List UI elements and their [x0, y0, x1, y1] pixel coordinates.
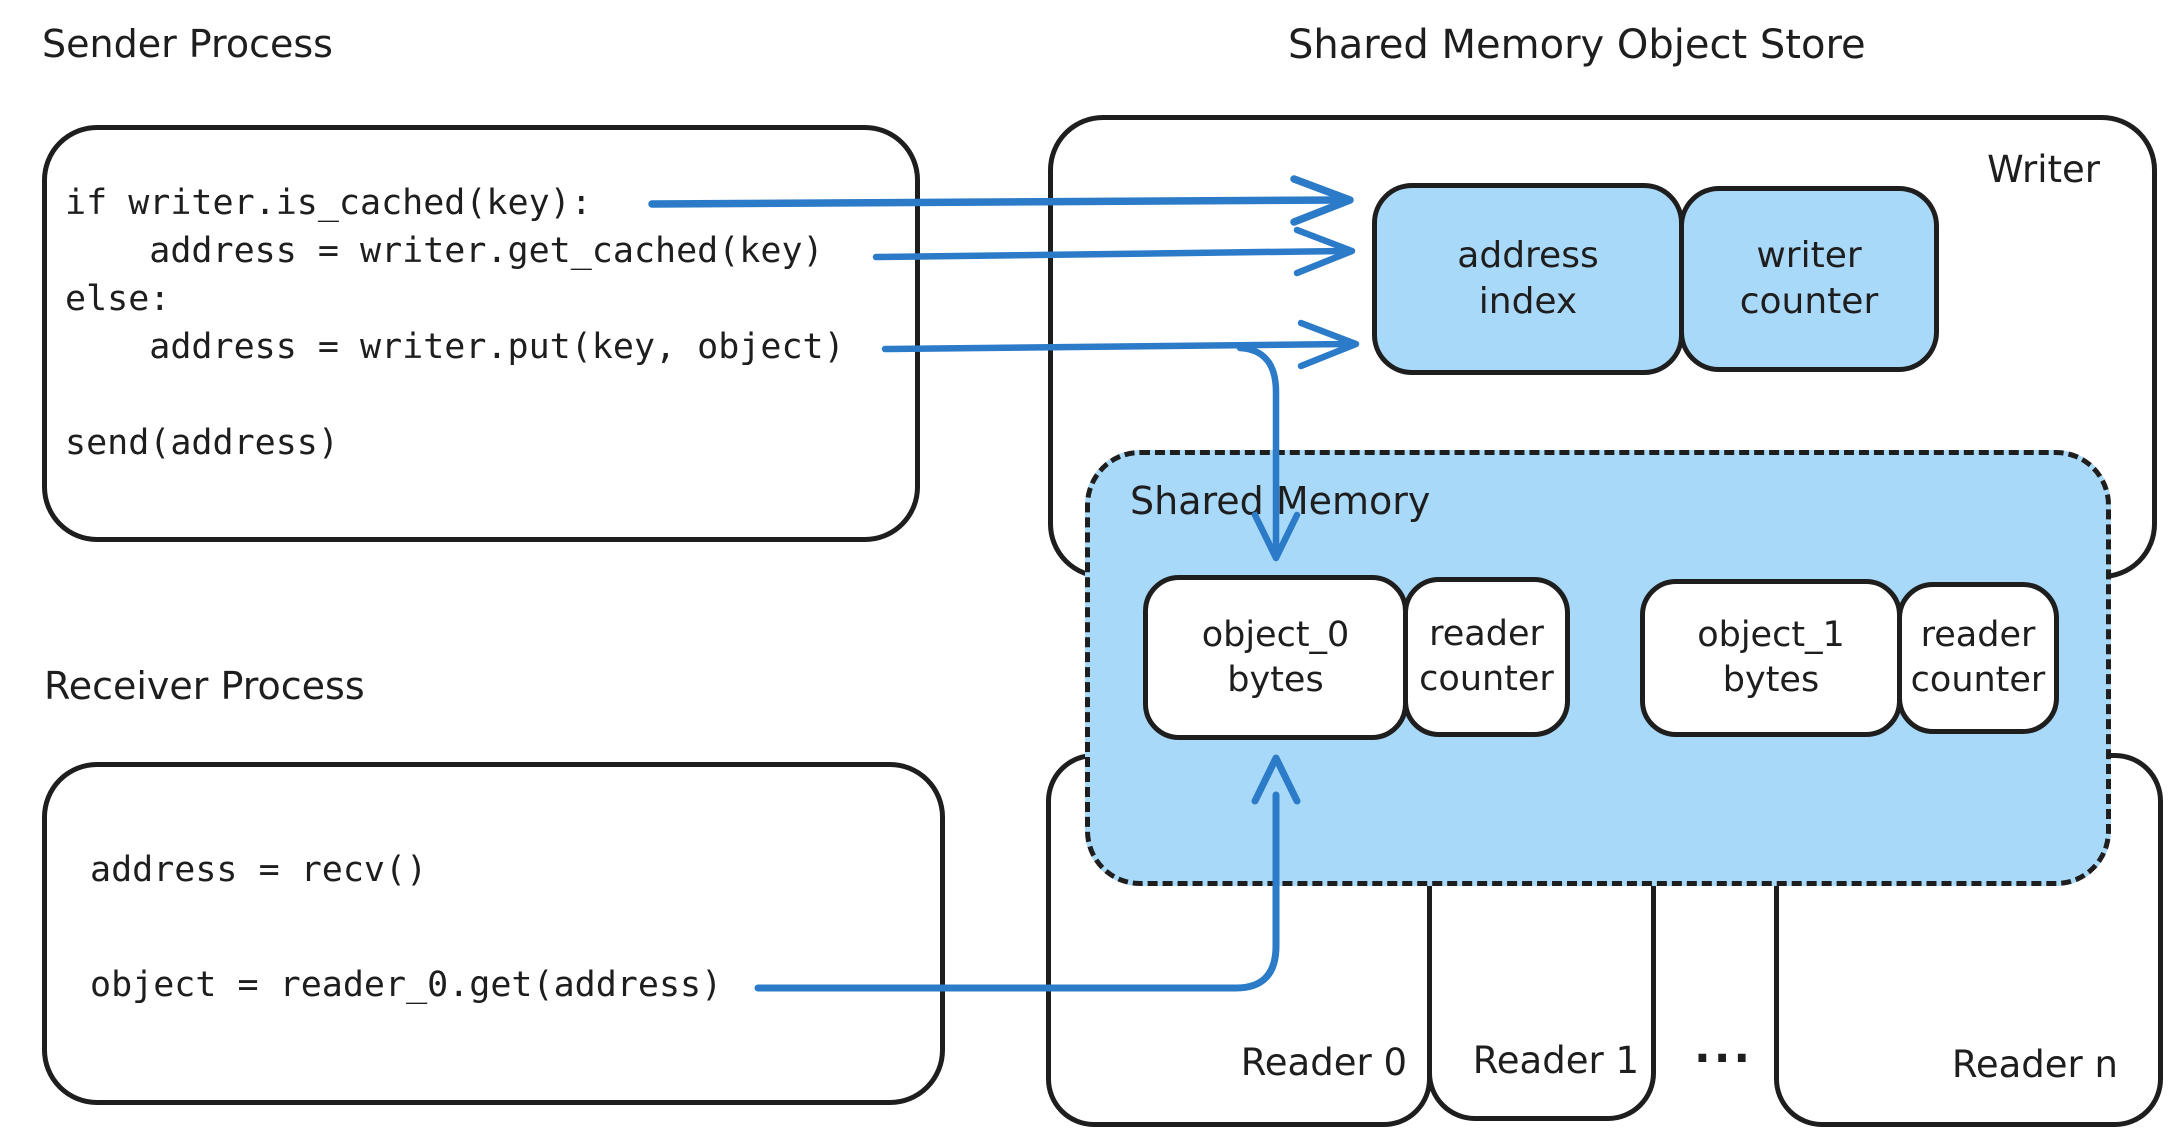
address-index-line1: address	[1457, 234, 1599, 276]
object-1-line2: bytes	[1722, 660, 1820, 700]
address-index-line2: index	[1478, 281, 1578, 322]
code-line-recv: address = recv()	[90, 850, 428, 890]
code-line-get-cached: address = writer.get_cached(key)	[65, 231, 824, 271]
code-line-reader-get: object = reader_0.get(address)	[90, 965, 723, 1005]
reader-counter-0-box: reader counter	[1403, 577, 1570, 737]
reader-counter-1-line2: counter	[1910, 660, 2046, 700]
code-line-put: address = writer.put(key, object)	[65, 327, 845, 367]
reader-counter-1-line1: reader	[1920, 615, 2036, 656]
reader-n-label: Reader n	[1951, 1043, 2118, 1086]
shared-memory-label: Shared Memory	[1130, 479, 1431, 523]
receiver-code-block: address = recv() object = reader_0.get(a…	[90, 846, 722, 1009]
object-0-line1: object_0	[1201, 614, 1350, 655]
reader-0-label: Reader 0	[1240, 1041, 1407, 1084]
reader-counter-1-box: reader counter	[1897, 582, 2059, 734]
code-line-send: send(address)	[65, 423, 339, 463]
reader-counter-0-line2: counter	[1419, 659, 1554, 699]
reader-counter-0-line1: reader	[1429, 614, 1544, 655]
code-line-else: else:	[65, 279, 171, 319]
writer-counter-line1: writer	[1756, 234, 1862, 276]
object-0-line2: bytes	[1227, 659, 1324, 700]
sender-code-block: if writer.is_cached(key): address = writ…	[65, 179, 845, 467]
receiver-process-title: Receiver Process	[44, 664, 365, 708]
store-title: Shared Memory Object Store	[1288, 22, 1866, 68]
writer-label: Writer	[1987, 148, 2100, 191]
sender-process-box	[42, 125, 920, 542]
code-line-is-cached: if writer.is_cached(key):	[65, 183, 592, 223]
object-1-line1: object_1	[1697, 615, 1845, 656]
writer-counter-box: writer counter	[1679, 186, 1939, 372]
object-0-box: object_0 bytes	[1143, 575, 1408, 740]
readers-ellipsis: ...	[1694, 1022, 1754, 1073]
address-index-box: address index	[1372, 183, 1684, 375]
reader-1-label: Reader 1	[1472, 1039, 1639, 1082]
object-1-box: object_1 bytes	[1640, 579, 1902, 737]
sender-process-title: Sender Process	[42, 22, 333, 66]
writer-counter-line2: counter	[1739, 281, 1879, 322]
